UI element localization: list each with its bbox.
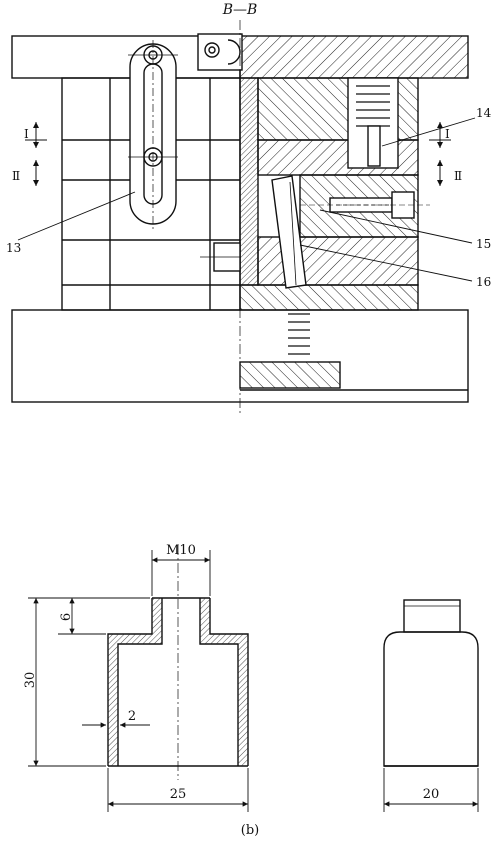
spring-top — [356, 85, 390, 127]
spring-bottom — [288, 313, 310, 355]
part-side-view — [383, 599, 479, 767]
top-plate-right — [239, 35, 469, 79]
part-number-14: 14 — [476, 106, 492, 120]
dim-body-width: 25 — [170, 787, 187, 802]
dim-thread: M10 — [166, 543, 196, 558]
dim-wall-thickness: 2 — [128, 709, 136, 724]
part-number-16: 16 — [476, 275, 491, 289]
base-block-right — [239, 284, 419, 311]
marker-left-top: Ⅰ — [24, 127, 29, 141]
marker-right-top: Ⅰ — [445, 127, 450, 141]
marker-left-bottom: Ⅱ — [12, 169, 20, 183]
section-label: B—B — [222, 2, 258, 18]
die-assembly — [11, 20, 469, 415]
section-arrows — [25, 122, 451, 186]
wedge-16 — [271, 175, 307, 289]
dim-total-height: 30 — [23, 672, 38, 689]
dim-side-width: 20 — [423, 787, 440, 802]
figure-caption: (b) — [241, 823, 259, 838]
marker-right-bottom: Ⅱ — [454, 169, 462, 183]
part-section-view — [107, 545, 249, 780]
dimensions — [28, 550, 479, 812]
lower-pad — [239, 361, 341, 389]
leader-lines — [17, 117, 476, 282]
dim-neck-height: 6 — [59, 613, 74, 621]
center-strip — [239, 77, 259, 286]
part-number-15: 15 — [476, 237, 491, 251]
part-number-13: 13 — [6, 241, 21, 255]
